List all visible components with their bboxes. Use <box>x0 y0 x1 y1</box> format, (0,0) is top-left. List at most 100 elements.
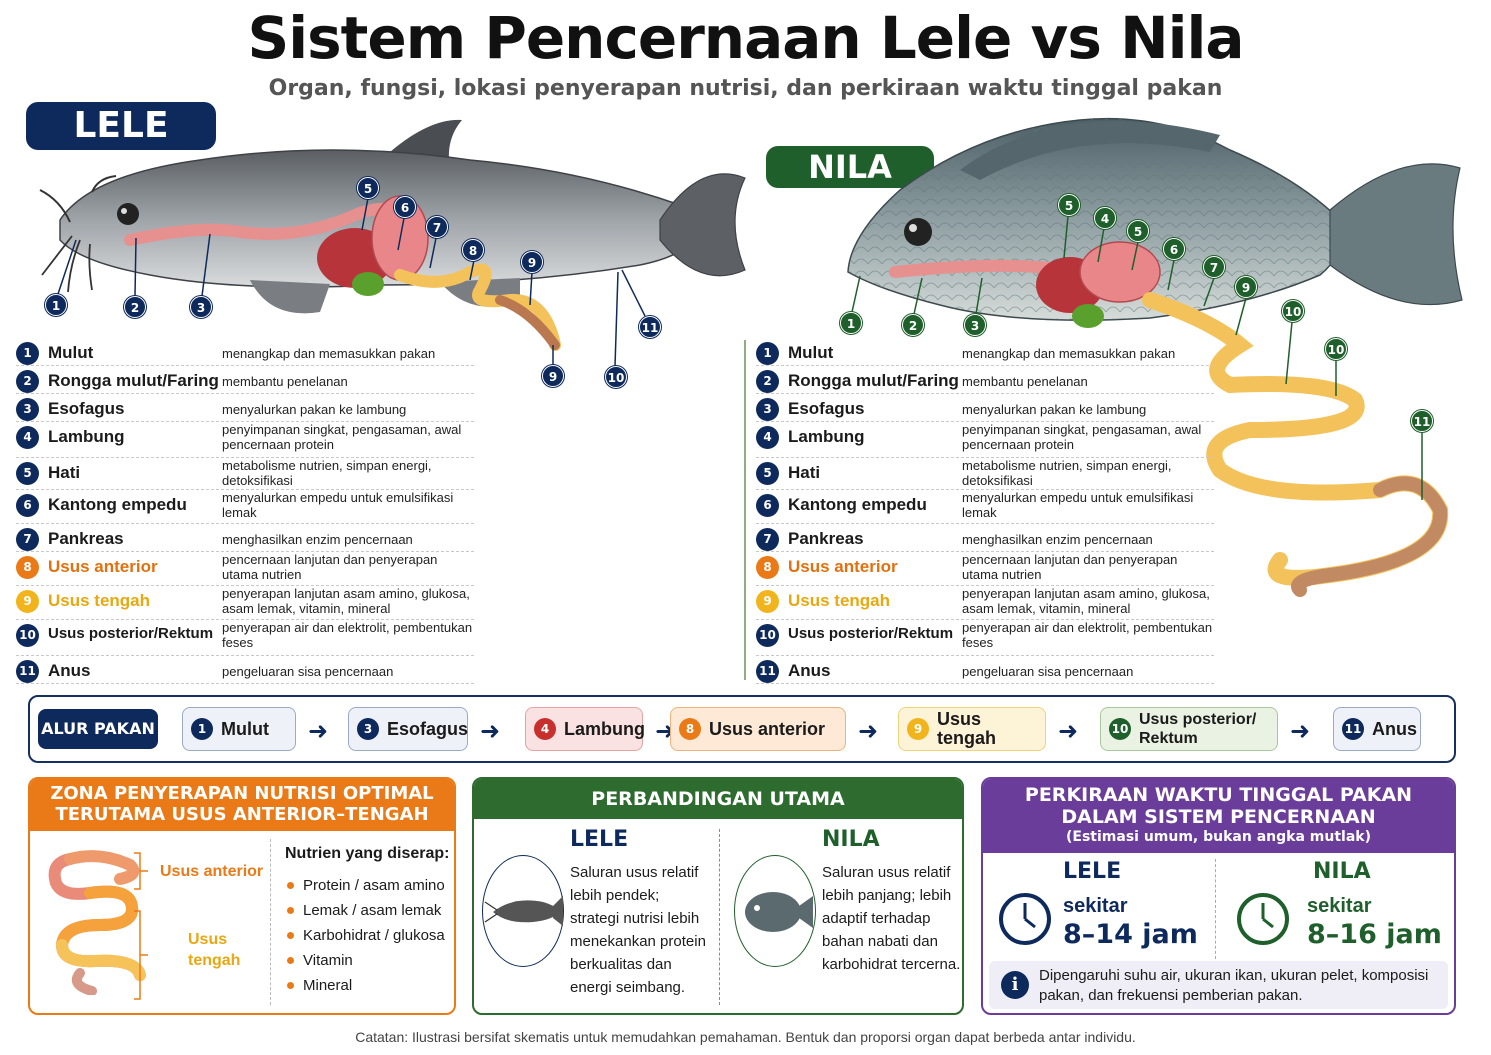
lele-callout-5: 5 <box>357 177 379 199</box>
nutrient-label: Lemak / asam lemak <box>303 902 442 919</box>
nila-callout-5b: 5 <box>1127 220 1149 242</box>
lele-callout-6: 6 <box>394 196 416 218</box>
intestine-illustration <box>48 850 146 995</box>
nila-callout-9: 9 <box>1235 276 1257 298</box>
zona-panel: ZONA PENYERAPAN NUTRISI OPTIMAL TERUTAMA… <box>28 777 456 1015</box>
perbandingan-panel: PERBANDINGAN UTAMA LELE Saluran usus rel… <box>472 777 964 1015</box>
flow-step-label: Mulut <box>221 718 269 739</box>
nila-organ-number: 6 <box>756 494 779 517</box>
lele-callout-9a: 9 <box>521 251 543 273</box>
waktu-nila-value: 8–16 jam <box>1307 919 1442 950</box>
nila-callout-2: 2 <box>902 314 924 336</box>
nila-organ-function: pencernaan lanjutan dan penyerapan utama… <box>962 552 1178 582</box>
waktu-nila-title: NILA <box>1313 859 1371 884</box>
flow-step-number: 3 <box>357 718 379 740</box>
nila-callout-4: 4 <box>1094 207 1116 229</box>
flow-step-number: 9 <box>907 718 929 740</box>
lele-organ-number: 11 <box>16 660 39 683</box>
nila-organ-name: Usus anterior <box>788 557 898 576</box>
nila-callout-3: 3 <box>964 314 986 336</box>
zona-title-line1: ZONA PENYERAPAN NUTRISI OPTIMAL <box>50 783 434 804</box>
lele-organ-function: menghasilkan enzim pencernaan <box>222 532 413 547</box>
lele-organ-name: Rongga mulut/Faring <box>48 371 219 390</box>
nutrient-label: Mineral <box>303 977 353 994</box>
lele-organ-function: menyalurkan empedu untuk emulsifikasi le… <box>222 490 454 520</box>
nila-organ-name: Usus tengah <box>788 591 891 610</box>
nila-organ-function: pengeluaran sisa pencernaan <box>962 664 1134 679</box>
waktu-nila-prefix: sekitar <box>1307 895 1372 917</box>
nutrient-label: Karbohidrat / glukosa <box>303 927 445 944</box>
zona-title-line2: TERUTAMA USUS ANTERIOR–TENGAH <box>55 804 429 825</box>
zona-brackets <box>134 852 148 1000</box>
nutrient-item: Mineral <box>285 973 445 998</box>
lele-organ-name: Esofagus <box>48 399 125 418</box>
lele-organ-number: 10 <box>16 624 39 647</box>
bullet-icon <box>287 907 294 914</box>
lele-callout-2: 2 <box>124 296 146 318</box>
lele-organ-name: Usus anterior <box>48 557 158 576</box>
flow-step-number: 8 <box>679 718 701 740</box>
nila-callout-7: 7 <box>1203 256 1225 278</box>
waktu-title-note: (Estimasi umum, bukan angka mutlak) <box>1066 829 1371 845</box>
lele-organ-number: 5 <box>16 462 39 485</box>
nila-organ-number: 2 <box>756 370 779 393</box>
lele-organ-name: Kantong empedu <box>48 495 187 514</box>
lele-organ-name: Pankreas <box>48 529 124 548</box>
waktu-title-line2: DALAM SISTEM PENCERNAAN <box>1061 806 1376 828</box>
nila-organ-number: 7 <box>756 528 779 551</box>
nila-callout-10b: 10 <box>1325 338 1347 360</box>
flow-step-label: Esofagus <box>387 718 469 739</box>
flow-step-number: 11 <box>1342 718 1364 740</box>
nila-organ-name: Usus posterior/Rektum <box>788 625 954 642</box>
lele-callout-8: 8 <box>462 239 484 261</box>
flow-step-label: Usus anterior <box>709 718 826 739</box>
nila-organ-number: 5 <box>756 462 779 485</box>
lele-badge: LELE <box>26 102 216 150</box>
nutrient-label: Vitamin <box>303 952 353 969</box>
flow-arrow-icon: ➜ <box>480 718 501 745</box>
nila-callout-6: 6 <box>1163 238 1185 260</box>
nila-organ-function: menyalurkan empedu untuk emulsifikasi le… <box>962 490 1194 520</box>
nila-organ-name: Rongga mulut/Faring <box>788 371 959 390</box>
nila-organ-function: membantu penelanan <box>962 374 1088 389</box>
nutrient-item: Karbohidrat / glukosa <box>285 923 445 948</box>
nutrient-item: Lemak / asam lemak <box>285 898 445 923</box>
lele-organ-number: 8 <box>16 556 39 579</box>
lele-organ-name: Hati <box>48 463 81 482</box>
lele-callout-3: 3 <box>190 296 212 318</box>
lele-callout-1: 1 <box>45 294 67 316</box>
bullet-icon <box>287 957 294 964</box>
lele-organ-name: Lambung <box>48 427 125 446</box>
lele-callout-7: 7 <box>426 216 448 238</box>
nila-organ-name: Mulut <box>788 343 834 362</box>
nila-organ-function: penyerapan air dan elektrolit, pembentuk… <box>962 620 1213 650</box>
label-usus-tengah: Usus tengah <box>188 931 241 969</box>
nila-organ-name: Pankreas <box>788 529 864 548</box>
perbandingan-divider <box>719 829 720 1005</box>
waktu-info-text: Dipengaruhi suhu air, ukuran ikan, ukura… <box>1039 967 1429 1004</box>
flow-step-label: Anus <box>1372 718 1417 739</box>
lele-organ-number: 1 <box>16 342 39 365</box>
nila-organ-name: Anus <box>788 661 831 680</box>
lele-organ-name: Anus <box>48 661 91 680</box>
info-icon: i <box>1001 971 1029 999</box>
flow-arrow-icon: ➜ <box>308 718 329 745</box>
nila-mini-icon-frame <box>734 855 816 967</box>
waktu-title-line1: PERKIRAAN WAKTU TINGGAL PAKAN <box>1024 784 1413 806</box>
nila-callout-5a: 5 <box>1058 194 1080 216</box>
flow-step-number: 10 <box>1109 718 1131 740</box>
lele-organ-number: 3 <box>16 398 39 421</box>
waktu-info-box: i Dipengaruhi suhu air, ukuran ikan, uku… <box>989 961 1448 1009</box>
flow-step-number: 4 <box>534 718 556 740</box>
bullet-icon <box>287 982 294 989</box>
